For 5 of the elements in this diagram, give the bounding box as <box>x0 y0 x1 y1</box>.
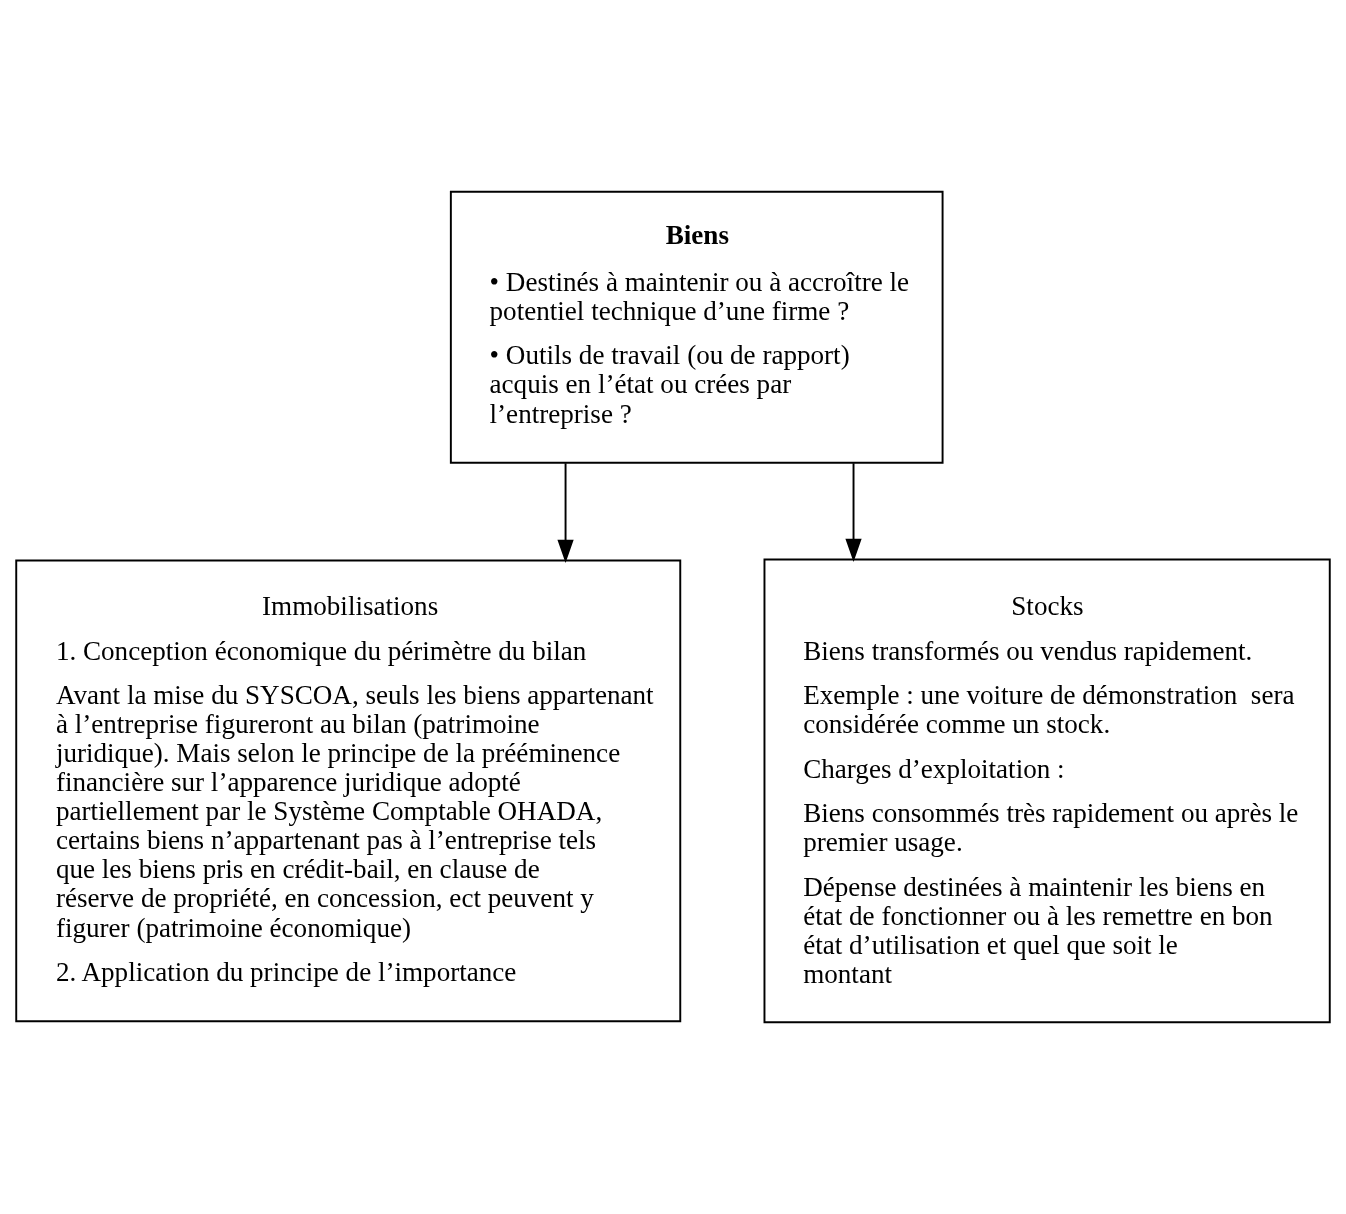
node-box: Biens • Destinés à maintenir ou à accroître le potentiel technique d’une firme ? • Outils de travail (ou de rapport) acquis en l’état ou crées par l’entreprise ? <box>449 190 944 464</box>
arrow <box>845 462 862 563</box>
node-box: Stocks Biens transformés ou vendus rapidement. Exemple : une voiture de démonstration sera considérée comme un stock. Charges d’exploitation : Biens consommés très rapidement ou après le premier usage. Dépense destinées à maintenir les biens en état de fonctionner ou à les remettre en bon état d’utilisation et quel que soit le montant <box>763 558 1331 1024</box>
arrow <box>557 462 574 563</box>
node-box: Immobilisations 1. Conception économique du périmètre du bilan Avant la mise du SYSCOA, seuls les biens appartenant à l’entreprise figureront au bilan (patrimoine juridique). Mais selon le principe de la prééminence financière sur l’apparence juridique adopté partiellement par le Système Comptable OHADA, certains biens n’appartenant pas à l’entreprise tels que les biens pris en crédit-bail, en clause de réserve de propriété, en concession, ect peuvent y figurer (patrimoine économique) 2. Application du principe de l’importance <box>15 559 682 1023</box>
